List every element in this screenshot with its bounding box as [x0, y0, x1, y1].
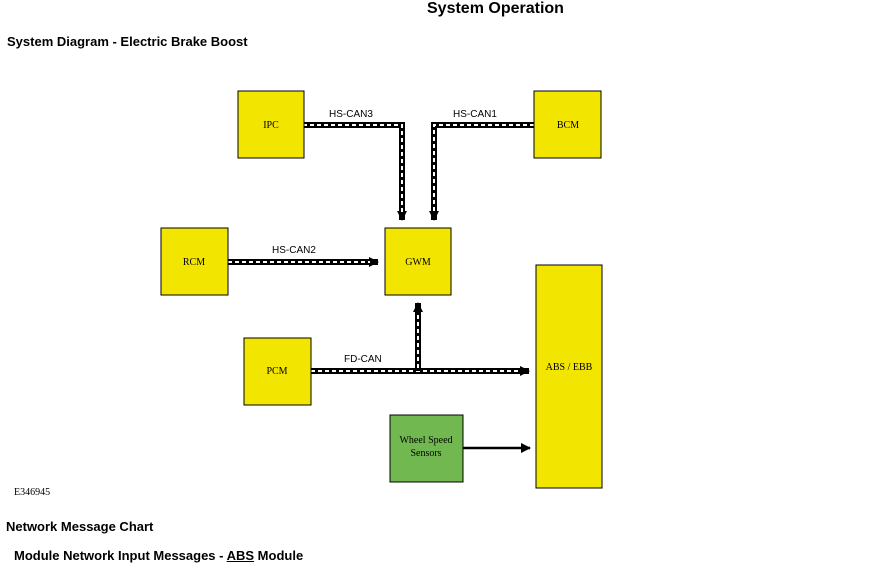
module-abs-ebb-label: ABS / EBB — [546, 362, 593, 373]
bus-label-hs-can1: HS-CAN1 — [453, 109, 497, 120]
bus-label-hs-can3: HS-CAN3 — [329, 109, 373, 120]
bus-label-fd-can: FD-CAN — [344, 354, 382, 365]
input-messages-suffix: Module — [254, 548, 304, 563]
wheel-speed-sensors: Wheel Speed Sensors — [389, 414, 464, 483]
module-ipc: IPC — [237, 90, 305, 159]
network-chart-heading: Network Message Chart — [6, 519, 154, 534]
module-pcm: PCM — [243, 337, 312, 406]
bus-hs-can1 — [429, 122, 534, 221]
image-code: E346945 — [14, 487, 51, 498]
input-messages-heading: Module Network Input Messages - ABS Modu… — [14, 548, 303, 563]
diagram-heading: System Diagram - Electric Brake Boost — [7, 34, 248, 49]
input-messages-prefix: Module Network Input Messages - — [14, 548, 227, 563]
module-gwm: GWM — [384, 227, 452, 296]
module-rcm: RCM — [160, 227, 229, 296]
bus-label-hs-can2: HS-CAN2 — [272, 245, 316, 256]
module-rcm-label: RCM — [183, 257, 205, 268]
module-abs-ebb: ABS / EBB — [535, 264, 603, 489]
module-pcm-label: PCM — [266, 366, 287, 377]
module-ipc-label: IPC — [263, 120, 279, 131]
module-gwm-label: GWM — [405, 257, 431, 268]
bus-fd-can — [311, 302, 530, 376]
abs-link[interactable]: ABS — [226, 548, 255, 563]
page-title: System Operation — [427, 0, 564, 17]
module-bcm-label: BCM — [557, 120, 579, 131]
wheel-speed-label-line1: Wheel Speed — [399, 435, 452, 446]
wheel-speed-label-line2: Sensors — [410, 448, 441, 459]
module-bcm: BCM — [533, 90, 602, 159]
bus-hs-can3 — [303, 122, 407, 221]
